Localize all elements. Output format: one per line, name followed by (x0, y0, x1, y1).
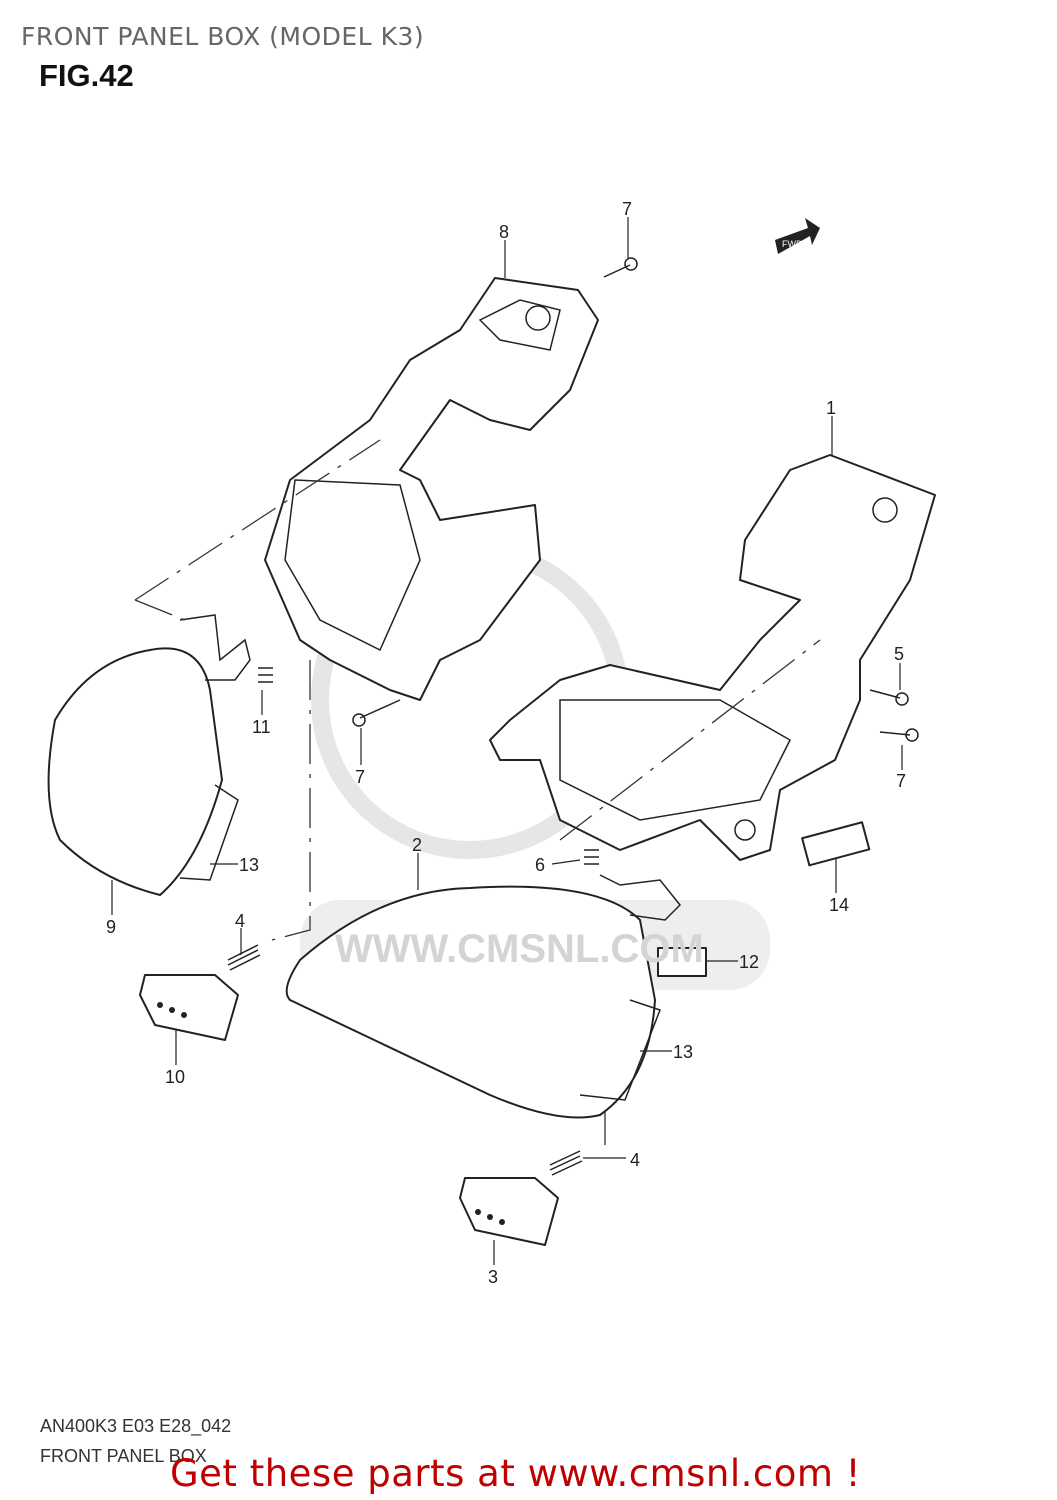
figure-number: FIG.42 (39, 58, 134, 93)
callout-7: 7 (896, 771, 906, 791)
callout-10: 10 (165, 1067, 185, 1087)
callout-12: 12 (739, 952, 759, 972)
callout-5: 5 (894, 644, 904, 664)
callout-9: 9 (106, 917, 116, 937)
guide-lines (134, 439, 821, 1145)
callout-8: 8 (499, 222, 509, 242)
callout-3: 3 (488, 1267, 498, 1287)
callouts (111, 217, 903, 1265)
callout-2: 2 (412, 835, 422, 855)
diagram-name: FRONT PANEL BOX (40, 1446, 207, 1466)
callout-4: 4 (630, 1150, 640, 1170)
fwd-arrow-icon: FWD (775, 218, 820, 254)
springs-and-screws (227, 257, 919, 1176)
callout-13: 13 (239, 855, 259, 875)
callout-11: 11 (252, 717, 271, 737)
fwd-label: FWD (782, 239, 803, 249)
part-8-inner-panel (264, 277, 599, 701)
callout-1: 1 (826, 398, 836, 418)
callout-7: 7 (355, 767, 365, 787)
watermark-text: WWW.CMSNL.COM (335, 927, 704, 971)
callout-7: 7 (622, 199, 632, 219)
part-10-latch (139, 974, 239, 1041)
callout-13: 13 (673, 1042, 693, 1062)
promo-link[interactable]: Get these parts at www.cmsnl.com ! (170, 1452, 862, 1495)
part-3-latch (459, 1177, 559, 1246)
callout-labels: 8 7 1 5 7 14 12 13 4 3 2 6 13 9 4 10 11 … (106, 199, 906, 1287)
part-2-lower-lid (285, 821, 871, 1119)
part-1-front-panel (489, 454, 936, 861)
part-9-left-lid (47, 614, 251, 896)
callout-14: 14 (829, 895, 849, 915)
page-title: FRONT PANEL BOX (MODEL K3) (21, 22, 425, 51)
callout-6: 6 (535, 855, 545, 875)
diagram-code: AN400K3 E03 E28_042 (40, 1416, 232, 1436)
callout-4: 4 (235, 911, 245, 931)
